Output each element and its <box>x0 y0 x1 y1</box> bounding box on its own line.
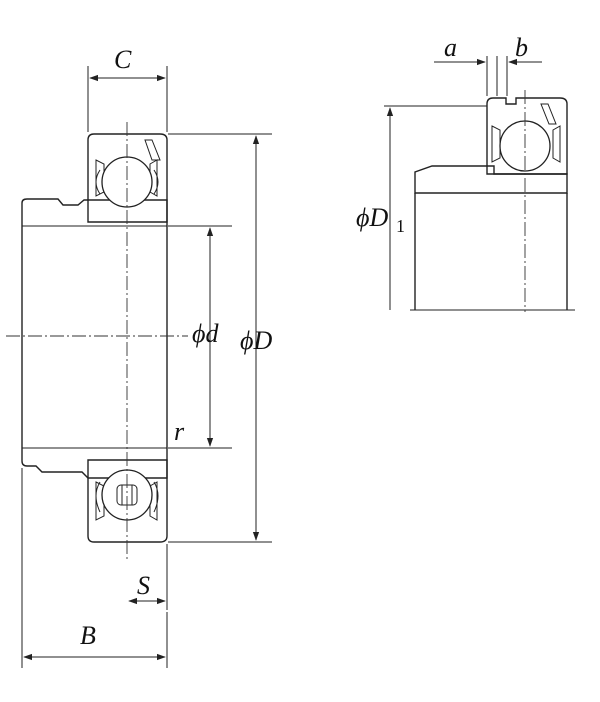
label-b: b <box>515 33 528 62</box>
label-S: S <box>137 571 150 600</box>
label-C: C <box>114 45 132 74</box>
sectional-view: C ϕD ϕd r S B <box>6 45 272 668</box>
label-a: a <box>444 33 457 62</box>
label-r: r <box>174 417 185 446</box>
label-phi-D: ϕD <box>240 326 272 355</box>
ball-assembly-top <box>95 139 161 208</box>
outer-ring-partial <box>486 97 568 175</box>
partial-view: a b ϕD 1 <box>356 33 575 312</box>
outer-ring-top <box>87 133 168 223</box>
label-phi-d: ϕd <box>192 319 219 348</box>
label-D1-subscript: 1 <box>396 216 405 236</box>
inner-ring-partial <box>414 165 568 194</box>
label-B: B <box>80 621 96 650</box>
outer-ring-bottom <box>87 459 168 543</box>
label-phi-D1: ϕD <box>356 203 388 232</box>
inner-ring-sleeve <box>21 198 168 479</box>
